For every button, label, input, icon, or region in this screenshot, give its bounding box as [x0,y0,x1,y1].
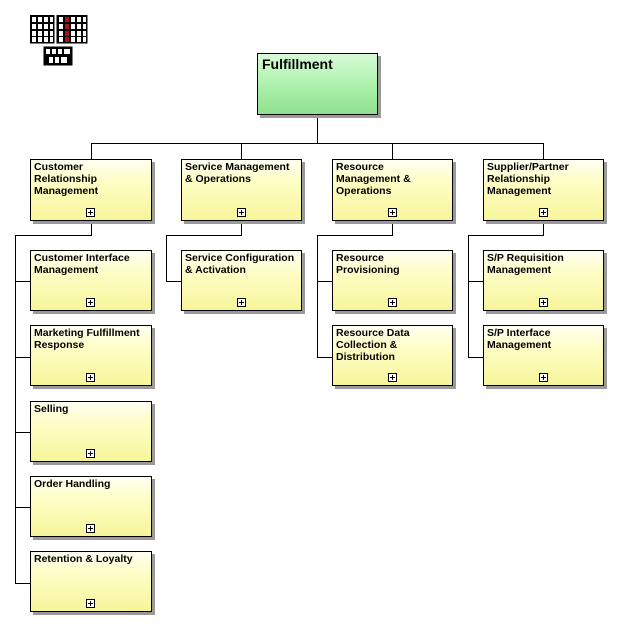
connector-line [317,281,332,282]
node-label: S/P Interface Management [487,327,552,351]
node-customer-relationship-management[interactable]: Customer Relationship Management [30,159,152,221]
node-label: Order Handling [34,478,111,490]
connector-line [166,235,167,282]
node-supplier-partner-relationship-management[interactable]: Supplier/Partner Relationship Management [483,159,604,221]
node-marketing-fulfillment-response[interactable]: Marketing Fulfillment Response [30,325,152,386]
node-label: Resource Data Collection & Distribution [336,327,410,363]
node-label: Service Configuration & Activation [185,252,295,276]
connector-line [15,281,30,282]
node-label: Supplier/Partner Relationship Management [487,161,569,197]
node-label: Marketing Fulfillment Response [34,327,140,351]
connector-line [241,143,242,159]
expand-icon[interactable] [86,524,95,533]
node-order-handling[interactable]: Order Handling [30,476,152,537]
node-selling[interactable]: Selling [30,401,152,462]
node-sp-requisition-management[interactable]: S/P Requisition Management [483,250,604,311]
expand-icon[interactable] [538,373,548,382]
connector-line [91,221,92,236]
expand-icon[interactable] [387,373,397,382]
expand-icon[interactable] [86,373,95,382]
connector-line [317,235,393,236]
connector-line [15,357,30,358]
connector-line [241,221,242,236]
node-label: Resource Management & Operations [336,161,411,197]
connector-line [392,221,393,236]
node-resource-management-operations[interactable]: Resource Management & Operations [332,159,453,221]
connector-line [392,143,393,159]
connector-line [15,583,30,584]
node-label: Service Management & Operations [185,161,290,185]
connector-line [15,235,92,236]
connector-line [166,235,242,236]
node-resource-data-collection-distribution[interactable]: Resource Data Collection & Distribution [332,325,453,386]
expand-icon[interactable] [538,208,548,217]
node-label: Retention & Loyalty [34,553,133,565]
connector-line [15,507,30,508]
node-label: Resource Provisioning [336,252,400,276]
framework-logo-icon [30,15,88,66]
node-customer-interface-management[interactable]: Customer Interface Management [30,250,152,311]
node-service-management-operations[interactable]: Service Management & Operations [181,159,302,221]
node-label: Customer Interface Management [34,252,130,276]
expand-icon[interactable] [387,208,397,217]
connector-line [166,281,181,282]
connector-line [543,143,544,159]
expand-icon[interactable] [86,208,95,217]
fulfillment-root-node[interactable]: Fulfillment [257,53,378,115]
expand-icon[interactable] [236,298,246,307]
connector-line [468,357,483,358]
node-sp-interface-management[interactable]: S/P Interface Management [483,325,604,386]
connector-line [317,115,318,144]
node-retention-loyalty[interactable]: Retention & Loyalty [30,551,152,612]
connector-line [317,235,318,358]
connector-line [468,235,544,236]
expand-icon[interactable] [538,298,548,307]
connector-line [15,235,16,584]
expand-icon[interactable] [86,599,95,608]
expand-icon[interactable] [86,298,95,307]
connector-line [468,281,483,282]
node-label: Customer Relationship Management [34,161,99,197]
node-resource-provisioning[interactable]: Resource Provisioning [332,250,453,311]
connector-line [468,235,469,358]
expand-icon[interactable] [387,298,397,307]
node-label: Selling [34,403,69,415]
connector-line [91,143,544,144]
expand-icon[interactable] [236,208,246,217]
connector-line [15,432,30,433]
expand-icon[interactable] [86,449,95,458]
connector-line [91,143,92,159]
node-label: S/P Requisition Management [487,252,564,276]
node-service-configuration-activation[interactable]: Service Configuration & Activation [181,250,302,311]
connector-line [317,357,332,358]
connector-line [543,221,544,236]
root-node-label: Fulfillment [262,56,333,72]
